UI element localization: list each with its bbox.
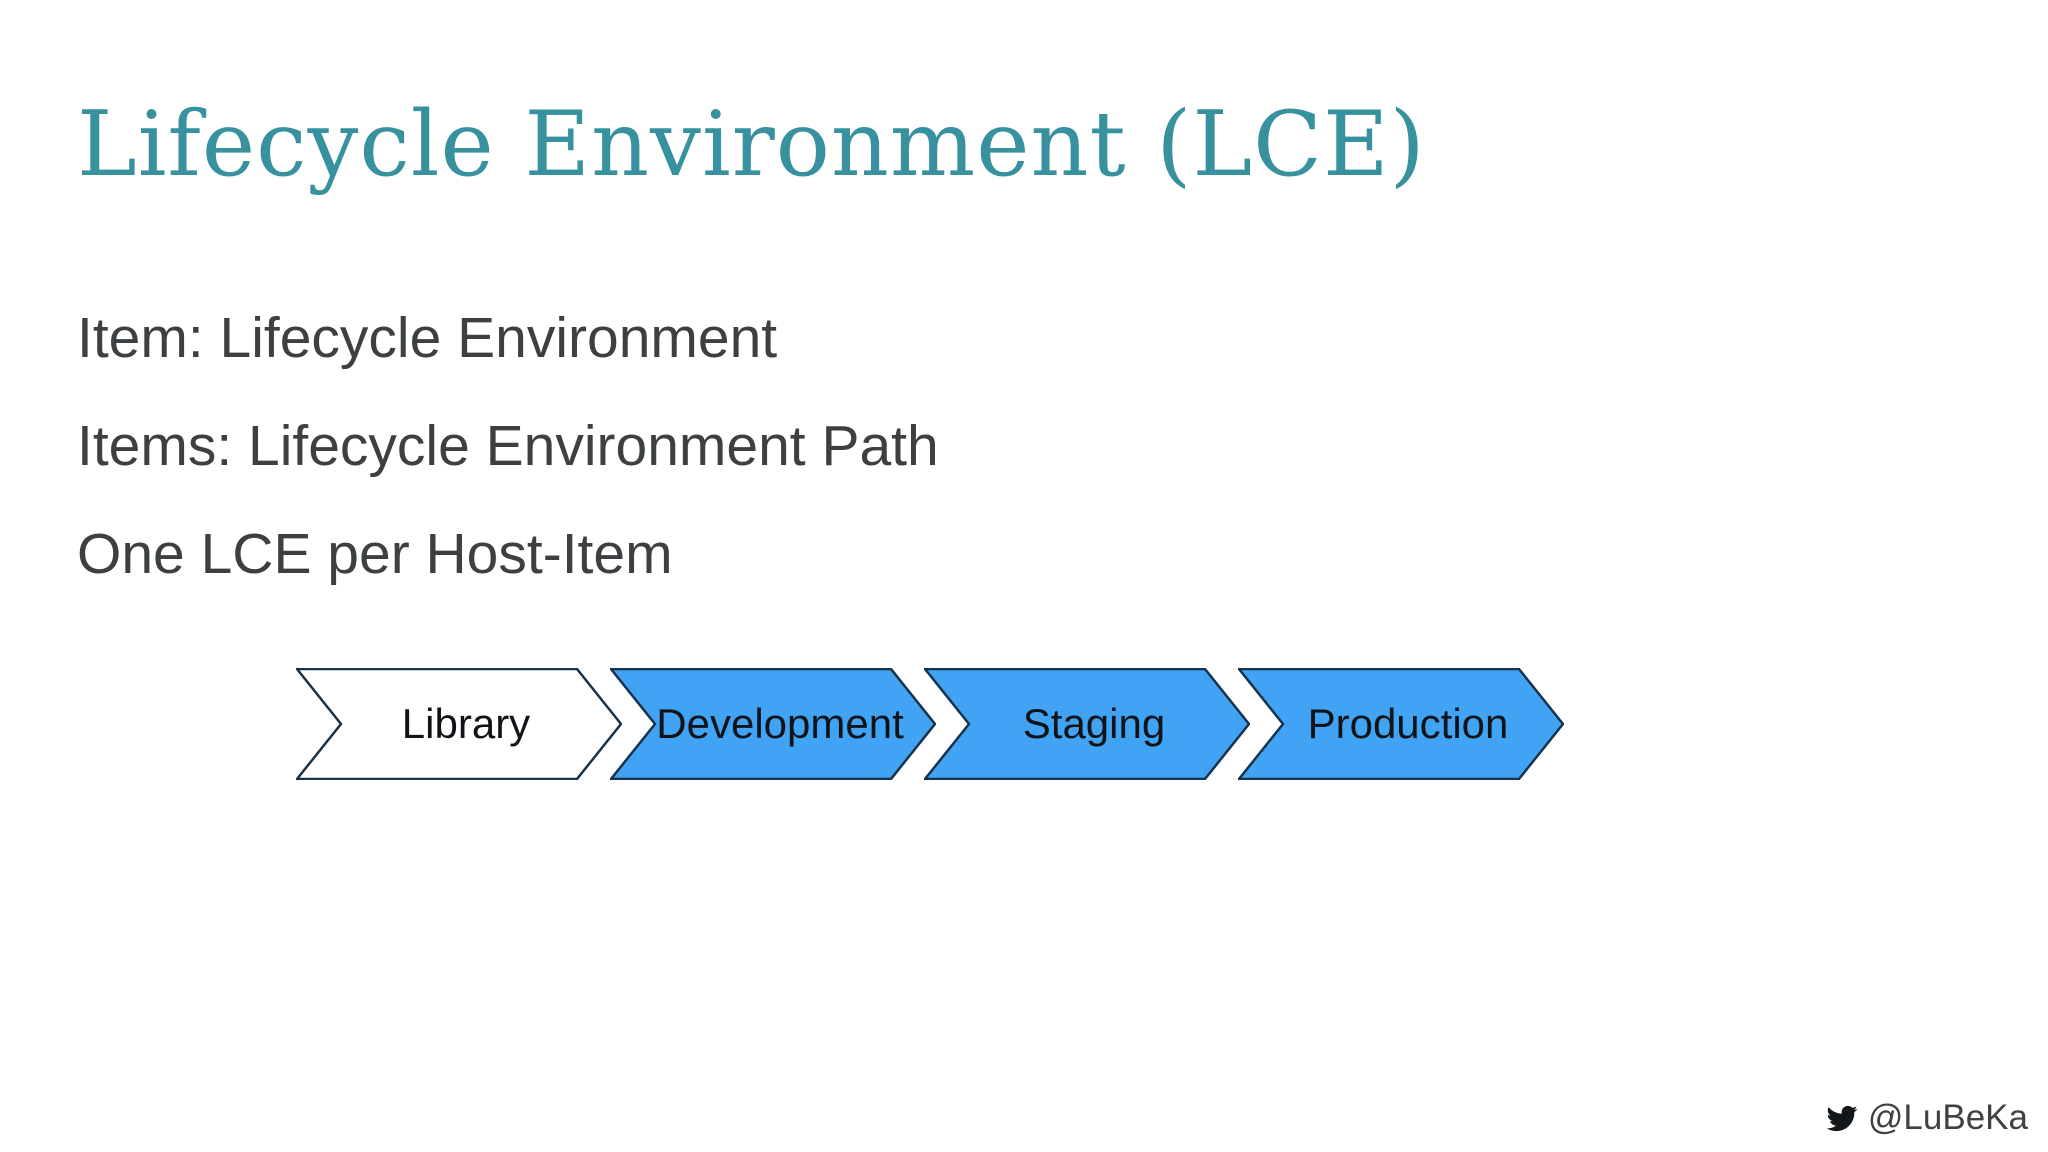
chevron-arrow-shape bbox=[924, 668, 1250, 780]
stage-development: Development bbox=[610, 668, 936, 780]
chevron-arrow-shape bbox=[296, 668, 622, 780]
body-text-block: Item: Lifecycle Environment Items: Lifec… bbox=[77, 284, 939, 608]
twitter-bird-path bbox=[1826, 1105, 1858, 1131]
lifecycle-path-diagram: Library Development Staging Production bbox=[296, 668, 1564, 780]
twitter-handle-text: @LuBeKa bbox=[1867, 1098, 2028, 1137]
chevron-polygon bbox=[296, 668, 622, 780]
stage-library: Library bbox=[296, 668, 622, 780]
stage-label: Library bbox=[401, 700, 531, 747]
stage-label: Staging bbox=[1022, 700, 1166, 747]
page-title: Lifecycle Environment (LCE) bbox=[77, 92, 1426, 197]
stage-staging: Staging bbox=[924, 668, 1250, 780]
twitter-bird-icon bbox=[1826, 1105, 1858, 1131]
chevron-polygon bbox=[610, 668, 936, 780]
stage-production: Production bbox=[1238, 668, 1564, 780]
chevron-polygon bbox=[924, 668, 1250, 780]
footer-attribution: @LuBeKa bbox=[1823, 1098, 2028, 1138]
chevron-arrow-shape bbox=[1238, 668, 1564, 780]
body-line-one-lce: One LCE per Host-Item bbox=[77, 522, 673, 586]
stage-label: Development bbox=[656, 700, 904, 747]
body-line-item: Item: Lifecycle Environment bbox=[77, 306, 778, 370]
chevron-polygon bbox=[1238, 668, 1564, 780]
body-line-items: Items: Lifecycle Environment Path bbox=[77, 414, 939, 478]
chevron-arrow-shape bbox=[610, 668, 936, 780]
stage-label: Production bbox=[1307, 700, 1509, 747]
